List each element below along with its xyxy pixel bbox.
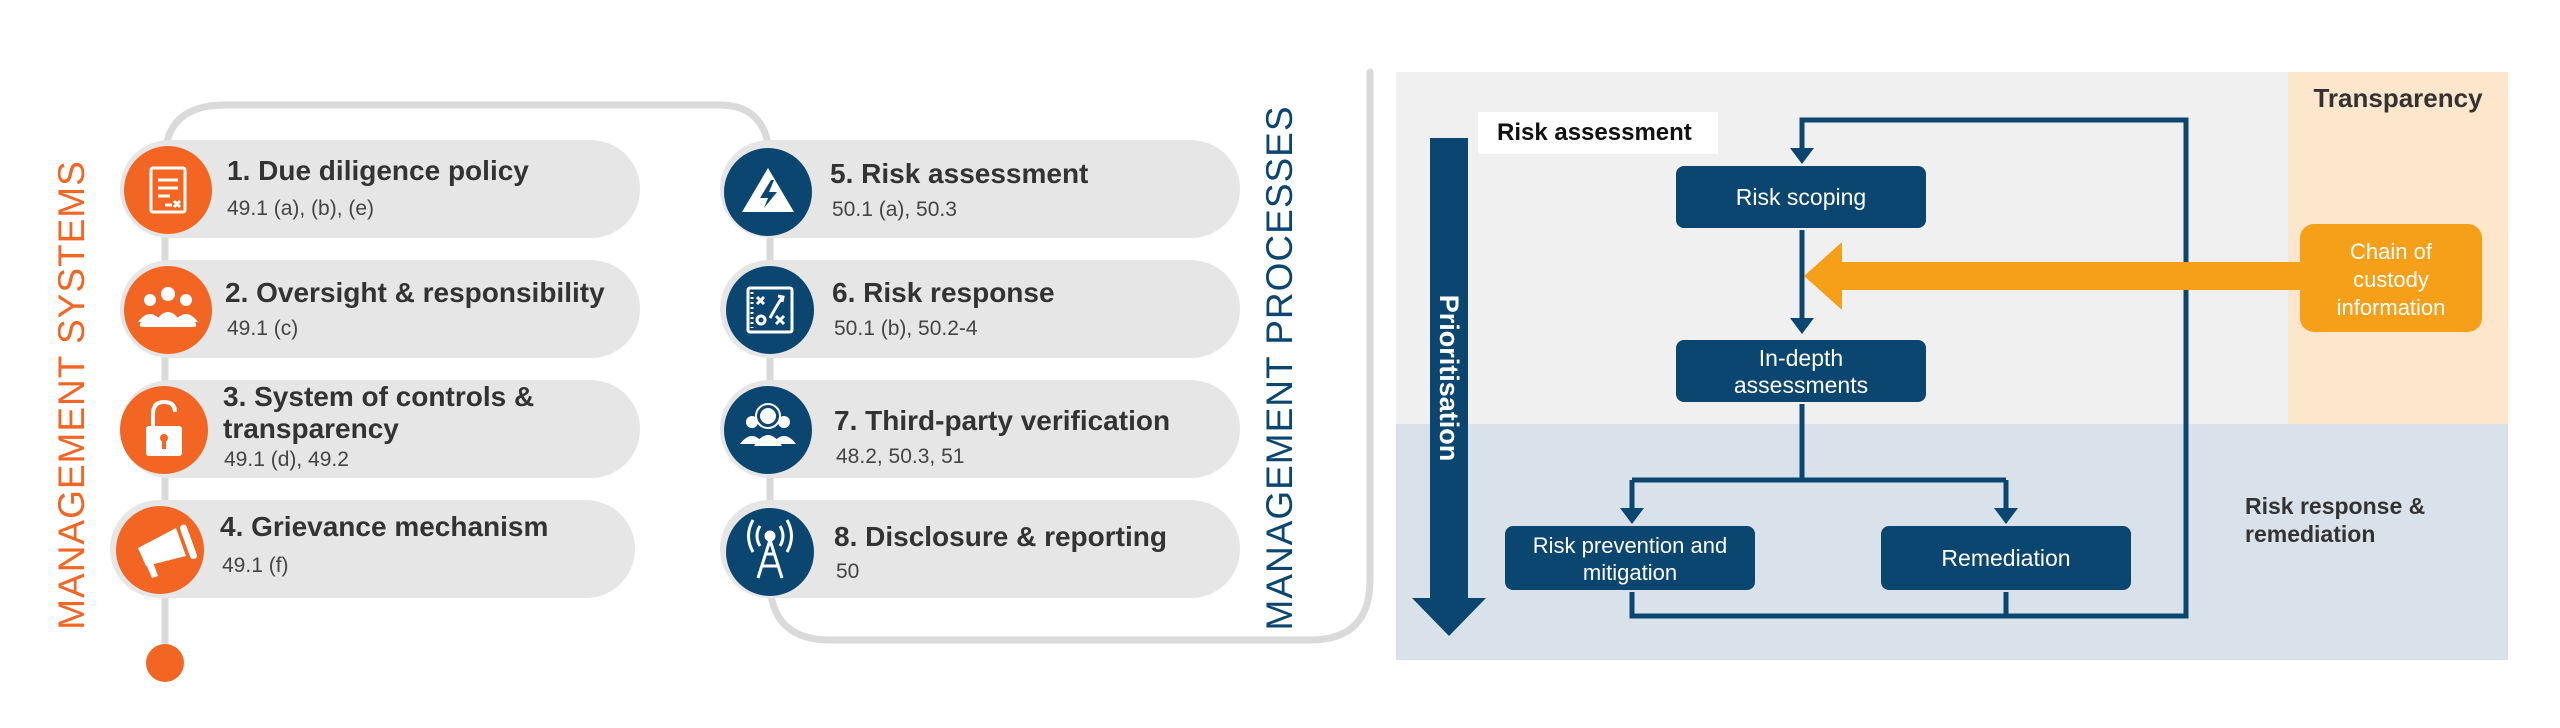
transparency-label: Transparency (2313, 83, 2483, 113)
item-title: 1. Due diligence policy (227, 155, 529, 186)
risk-scoping-box: Risk scoping (1676, 166, 1926, 228)
in-depth-assessments-box: In-depth assessments (1676, 340, 1926, 402)
chain-of-custody-box: Chain of custody information (2300, 224, 2482, 332)
icon-circle (124, 146, 212, 234)
policy-document-icon (149, 166, 187, 214)
pill-background (720, 380, 1240, 478)
flow-connectors (1629, 117, 2189, 619)
item-title: 7. Third-party verification (834, 405, 1170, 436)
item-title-line-1: 3. System of controls & (223, 381, 534, 412)
pill-background (110, 500, 635, 598)
risk-assessment-label: Risk assessment (1497, 119, 1692, 146)
management-systems-label: MANAGEMENT SYSTEMS (51, 160, 92, 630)
item-reference: 48.2, 50.3, 51 (836, 445, 964, 468)
risk-scoping-text: Risk scoping (1736, 184, 1866, 210)
broadcast-tower-icon (747, 519, 793, 579)
item-reference: 49.1 (d), 49.2 (224, 448, 349, 471)
prioritisation-label: Prioritisation (1434, 295, 1464, 462)
item-reference: 49.1 (a), (b), (e) (227, 197, 374, 220)
item-title: 2. Oversight & responsibility (225, 277, 605, 308)
icon-circle (724, 386, 812, 474)
chain-of-custody-arrow (1804, 242, 2300, 310)
process-item-8: 8. Disclosure & reporting 50 (720, 500, 1240, 598)
prevention-text-line-2: mitigation (1583, 560, 1677, 585)
chain-text-line-1: Chain of (2350, 239, 2433, 264)
prevention-text-line-1: Risk prevention and (1533, 533, 1727, 558)
chain-text-line-3: information (2337, 295, 2446, 320)
strategy-board-icon (746, 286, 794, 334)
process-item-5: 5. Risk assessment 50.1 (a), 50.3 (720, 140, 1240, 238)
icon-circle (726, 508, 814, 596)
chain-text-line-2: custody (2353, 267, 2429, 292)
process-item-7: 7. Third-party verification 48.2, 50.3, … (720, 380, 1240, 478)
item-title: 8. Disclosure & reporting (834, 521, 1167, 552)
people-group-icon (138, 287, 198, 327)
item-title: 5. Risk assessment (830, 158, 1088, 189)
in-depth-text-line-2: assessments (1734, 372, 1868, 398)
item-reference: 50 (836, 560, 859, 583)
auditors-icon (740, 403, 796, 446)
process-item-6: 6. Risk response 50.1 (b), 50.2-4 (720, 260, 1240, 358)
warning-triangle-icon (742, 168, 794, 212)
pill-background (720, 260, 1240, 358)
icon-circle (726, 266, 814, 354)
remediation-box: Remediation (1881, 526, 2131, 590)
item-reference: 50.1 (b), 50.2-4 (834, 317, 978, 340)
risk-response-label-line-1: Risk response & (2245, 493, 2425, 519)
item-title: 4. Grievance mechanism (220, 511, 548, 542)
management-processes-label: MANAGEMENT PROCESSES (1259, 105, 1300, 630)
risk-response-label-line-2: remediation (2245, 521, 2375, 547)
item-title-line-2: transparency (223, 413, 399, 444)
pill-background (120, 140, 640, 238)
risk-prevention-box: Risk prevention and mitigation (1505, 526, 1755, 590)
item-reference: 50.1 (a), 50.3 (832, 198, 957, 221)
item-reference: 49.1 (c) (227, 317, 298, 340)
system-item-4: 4. Grievance mechanism 49.1 (f) (110, 500, 635, 598)
icon-circle (124, 266, 212, 354)
system-item-1: 1. Due diligence policy 49.1 (a), (b), (… (120, 140, 640, 238)
padlock-icon (146, 399, 182, 456)
pill-background (720, 140, 1240, 238)
risk-assessment-label-box (1478, 112, 1718, 154)
prioritisation-arrow: Prioritisation (1412, 138, 1486, 636)
track-end-dot (146, 644, 184, 682)
pill-background (120, 260, 640, 358)
system-item-2: 2. Oversight & responsibility 49.1 (c) (120, 260, 640, 358)
pill-background (120, 380, 640, 478)
in-depth-text-line-1: In-depth (1759, 345, 1843, 371)
flow-arrowheads (1620, 148, 2018, 524)
system-item-3: 3. System of controls & transparency 49.… (120, 380, 640, 478)
item-reference: 49.1 (f) (222, 554, 289, 577)
remediation-text: Remediation (1941, 545, 2070, 571)
pill-background (720, 500, 1240, 598)
item-title: 6. Risk response (832, 277, 1055, 308)
megaphone-icon (138, 524, 198, 578)
